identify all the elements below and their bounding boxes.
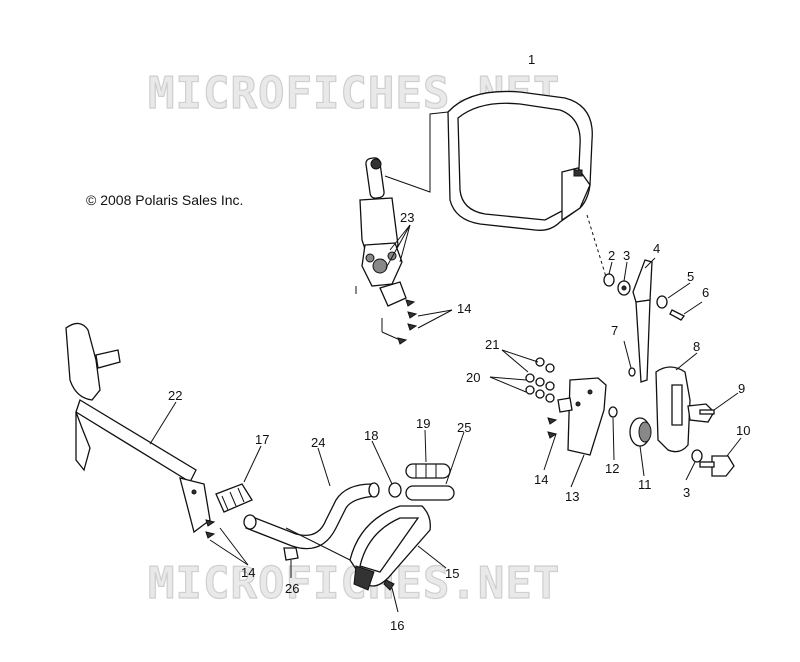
upright-bracket <box>628 366 703 463</box>
frame-bar <box>65 322 216 539</box>
callout-22: 22 <box>168 388 182 403</box>
callout-9: 9 <box>738 381 745 396</box>
callout-7: 7 <box>611 323 618 338</box>
callout-21: 21 <box>485 337 499 352</box>
callout-14-right: 14 <box>534 472 548 487</box>
hardware-stack <box>586 214 685 383</box>
callout-26: 26 <box>285 581 299 596</box>
bent-tube <box>243 482 380 550</box>
washer-set <box>525 357 555 403</box>
callout-13: 13 <box>565 489 579 504</box>
end-cap <box>388 482 402 498</box>
callout-23: 23 <box>400 210 414 225</box>
round-tube <box>405 485 455 501</box>
callout-6: 6 <box>702 285 709 300</box>
screw <box>383 579 395 591</box>
callout-4: 4 <box>653 241 660 256</box>
adjust-knobs <box>687 403 735 477</box>
callout-12: 12 <box>605 461 619 476</box>
callout-15: 15 <box>445 566 459 581</box>
hand-grip <box>215 483 253 513</box>
callout-10: 10 <box>736 423 750 438</box>
callout-19: 19 <box>416 416 430 431</box>
callout-14-top: 14 <box>457 301 471 316</box>
plastic-nut <box>283 547 299 561</box>
callout-16: 16 <box>390 618 404 633</box>
callout-24: 24 <box>311 435 325 450</box>
callout-8: 8 <box>693 339 700 354</box>
pivot-assembly <box>355 157 418 345</box>
backrest-pad <box>447 90 593 231</box>
nut <box>608 406 618 418</box>
callout-20: 20 <box>466 370 480 385</box>
arm-pad <box>349 505 431 591</box>
callout-labels: 1 2 3 4 5 6 7 8 9 10 3 11 12 13 14 14 14… <box>168 52 750 633</box>
callout-25: 25 <box>457 420 471 435</box>
foam-grip <box>405 463 451 479</box>
callout-11: 11 <box>638 477 652 492</box>
callout-2: 2 <box>608 248 615 263</box>
callout-18: 18 <box>364 428 378 443</box>
spacer-disc <box>629 417 652 447</box>
callout-5: 5 <box>687 269 694 284</box>
callout-3-top: 3 <box>623 248 630 263</box>
callout-1: 1 <box>528 52 535 67</box>
callout-14-left: 14 <box>241 565 255 580</box>
callout-17: 17 <box>255 432 269 447</box>
mount-plate <box>547 377 607 456</box>
copyright-text: © 2008 Polaris Sales Inc. <box>86 192 243 208</box>
callout-3-bottom: 3 <box>683 485 690 500</box>
pad-leader <box>384 111 449 193</box>
